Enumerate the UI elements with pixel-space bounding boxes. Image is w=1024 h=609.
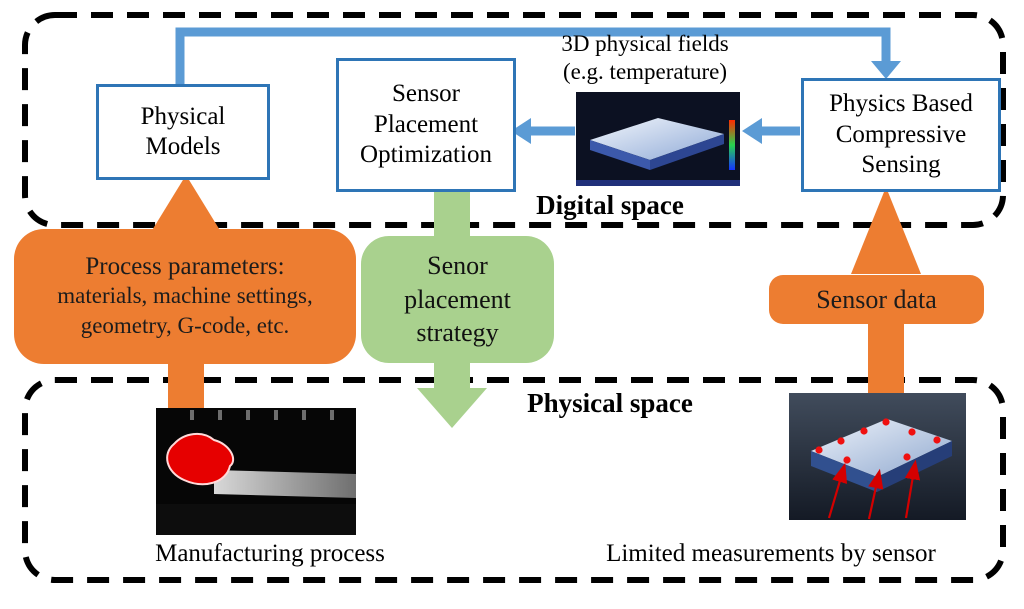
colorbar [729,120,735,170]
sensor-pointer-arrows [827,459,921,520]
fields-caption: 3D physical fields (e.g. temperature) [520,30,770,85]
plate-top-face [590,118,724,160]
melt-pool-blob [166,432,235,486]
sensor-dots [815,418,941,464]
camera-foreground [156,504,356,535]
process-parameters-details: materials, machine settings, geometry, G… [57,283,313,338]
measurements-caption: Limited measurements by sensor [606,540,936,567]
fields-caption-line1: 3D physical fields [561,31,729,56]
sensor-plate-image [789,393,966,520]
sensing-to-field-arrow [742,118,800,144]
physical-space-label: Physical space [527,388,693,418]
temperature-field-image [576,92,740,186]
manufacturing-caption: Manufacturing process [155,540,385,567]
physical-models-box: Physical Models [96,84,270,180]
viewer-bottom-bar [576,180,740,186]
manufacturing-process-image [156,408,356,535]
process-parameters-box: Process parameters: materials, machine s… [14,229,356,364]
machine-top-marks [190,410,334,420]
plate-right-face [650,134,724,170]
sensor-placement-optimization-box: Sensor Placement Optimization [336,58,516,192]
sensor-data-box: Sensor data [769,275,984,324]
process-parameters-title: Process parameters: [85,253,285,281]
printed-part [214,470,356,498]
field-to-optimization-arrow [511,118,575,144]
fields-caption-line2: (e.g. temperature) [562,58,728,84]
plate-left-face [590,140,650,170]
sensor-strategy-box: Senor placement strategy [361,236,554,363]
physics-based-compressive-sensing-box: Physics Based Compressive Sensing [801,78,1001,192]
digital-space-label: Digital space [536,190,684,220]
